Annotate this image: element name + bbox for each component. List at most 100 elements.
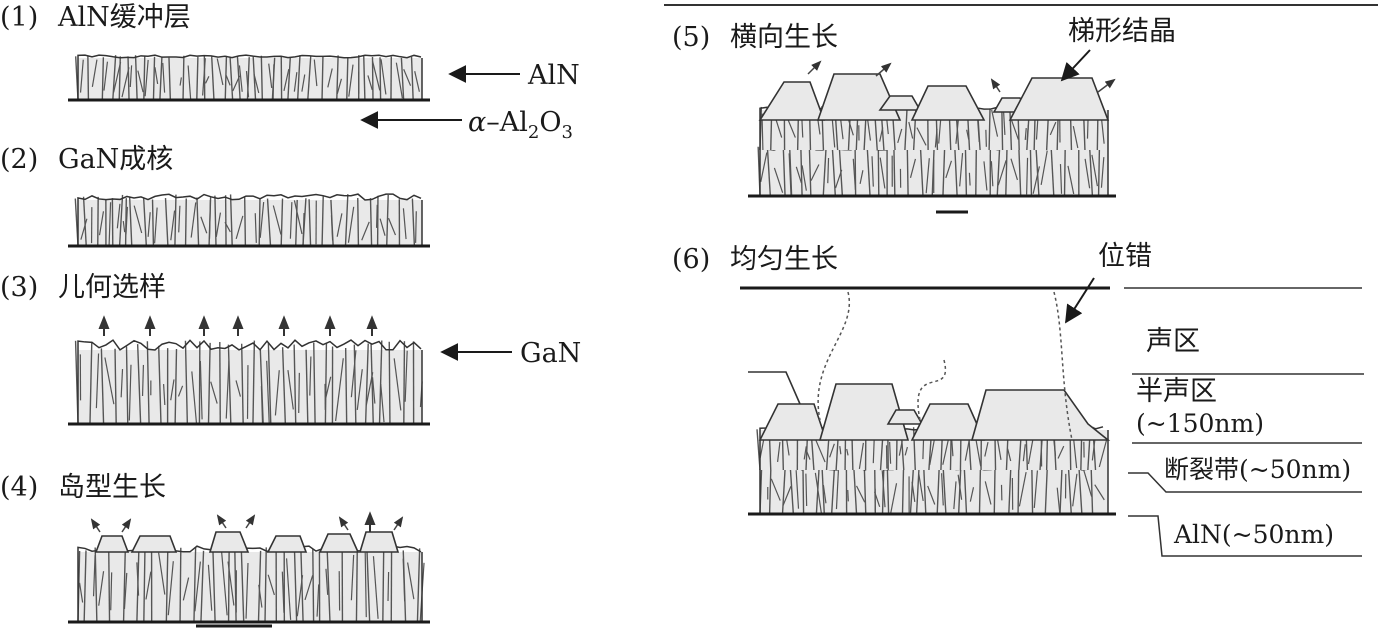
grain-boundary: [227, 344, 232, 425]
grain-hatch: [285, 558, 292, 620]
grain-boundary: [100, 348, 105, 425]
panel-3-number: (3): [0, 272, 38, 303]
grain-boundary: [822, 148, 827, 197]
grain-hatch: [1024, 128, 1027, 140]
grain-hatch: [225, 75, 231, 86]
grain-hatch: [1098, 439, 1108, 468]
grain-hatch: [289, 202, 293, 239]
grain-boundary: [789, 468, 795, 515]
grain-hatch: [91, 59, 98, 87]
grain-hatch: [371, 377, 376, 404]
grain-hatch: [871, 156, 874, 187]
grain-boundary: [993, 469, 996, 515]
grain-boundary: [125, 346, 129, 425]
grain-boundary: [159, 56, 163, 101]
grain-hatch: [918, 474, 924, 502]
acoustic-region-label: 声区: [1146, 326, 1200, 357]
grain-hatch: [1035, 118, 1039, 140]
grain-hatch: [182, 577, 190, 601]
grain-hatch: [395, 62, 403, 99]
grain-boundary: [108, 549, 111, 623]
grain-hatch: [1073, 440, 1078, 469]
grain-hatch: [1022, 444, 1026, 462]
grain-hatch: [309, 356, 312, 396]
grain-hatch: [245, 71, 250, 98]
grain-boundary: [877, 146, 880, 197]
grain-boundary: [881, 468, 885, 515]
grain-hatch: [941, 473, 944, 506]
grain-boundary: [781, 469, 786, 515]
grain-boundary: [227, 547, 230, 623]
grain-hatch: [983, 161, 988, 191]
grain-boundary: [200, 550, 205, 623]
grain-hatch: [125, 206, 128, 235]
grain-boundary: [240, 550, 245, 623]
grain-hatch: [387, 217, 397, 236]
grain-hatch: [984, 481, 992, 505]
grain-hatch: [367, 75, 373, 91]
growth-arrow: [338, 516, 349, 531]
grain-hatch: [1010, 118, 1019, 140]
panel-4-island-layer: [68, 511, 430, 628]
grain-boundary: [280, 198, 284, 247]
gan-callout: GaN: [440, 338, 581, 369]
grain-boundary: [904, 106, 908, 151]
grain-hatch: [840, 119, 844, 140]
grain-hatch: [380, 384, 385, 423]
grain-hatch: [904, 446, 908, 456]
grain-boundary: [243, 197, 247, 247]
grain-boundary: [321, 195, 324, 247]
grain-hatch: [215, 212, 222, 237]
grain-hatch: [1084, 158, 1091, 189]
grain-boundary: [1029, 149, 1033, 197]
grain-hatch: [187, 65, 192, 100]
grain-hatch: [194, 561, 201, 612]
grain-hatch: [881, 470, 886, 508]
grain-hatch: [997, 160, 1007, 186]
grain-boundary: [211, 56, 215, 101]
grain-hatch: [272, 64, 275, 99]
grain-boundary: [369, 198, 373, 247]
panel-2-number: (2): [0, 144, 38, 175]
grain-hatch: [1100, 157, 1105, 188]
grain-hatch: [177, 385, 184, 397]
grain-boundary: [800, 148, 803, 197]
grain-boundary: [165, 546, 169, 623]
grain-boundary: [821, 466, 825, 515]
grain-hatch: [908, 121, 914, 139]
grain-boundary: [1097, 149, 1101, 197]
substrate-label: α–Al2O3: [468, 107, 573, 143]
panel-5-title: 横向生长: [730, 22, 838, 53]
grain-boundary: [324, 342, 328, 425]
island-grain: [878, 95, 922, 111]
grain-boundary: [312, 549, 315, 623]
grain-boundary: [363, 55, 366, 101]
grain-hatch: [133, 205, 143, 234]
grain-hatch: [141, 364, 145, 397]
grain-hatch: [990, 161, 994, 187]
grain-hatch: [1026, 125, 1029, 141]
grain-hatch: [104, 357, 115, 405]
substrate-sub3: 3: [561, 122, 572, 143]
grain-hatch: [78, 582, 84, 603]
grain-hatch: [938, 118, 942, 144]
grain-hatch: [387, 572, 390, 602]
panel-6-title: 均匀生长: [730, 244, 838, 275]
grain-hatch: [1057, 445, 1065, 459]
grain-hatch: [801, 165, 807, 191]
grain-boundary: [954, 148, 958, 197]
island-grain: [758, 81, 826, 121]
grain-hatch: [402, 208, 407, 240]
grain-hatch: [847, 489, 849, 502]
grain-boundary: [936, 468, 940, 515]
panel-6-uniform-layer: [740, 286, 1116, 516]
grain-boundary: [267, 342, 272, 425]
grain-boundary: [182, 55, 185, 101]
grain-hatch: [272, 205, 282, 235]
grain-boundary: [134, 55, 138, 101]
grain-boundary: [321, 56, 324, 101]
grain-hatch: [1032, 166, 1041, 194]
grain-boundary: [307, 56, 312, 101]
grain-hatch: [403, 69, 412, 86]
grain-boundary: [313, 342, 316, 425]
